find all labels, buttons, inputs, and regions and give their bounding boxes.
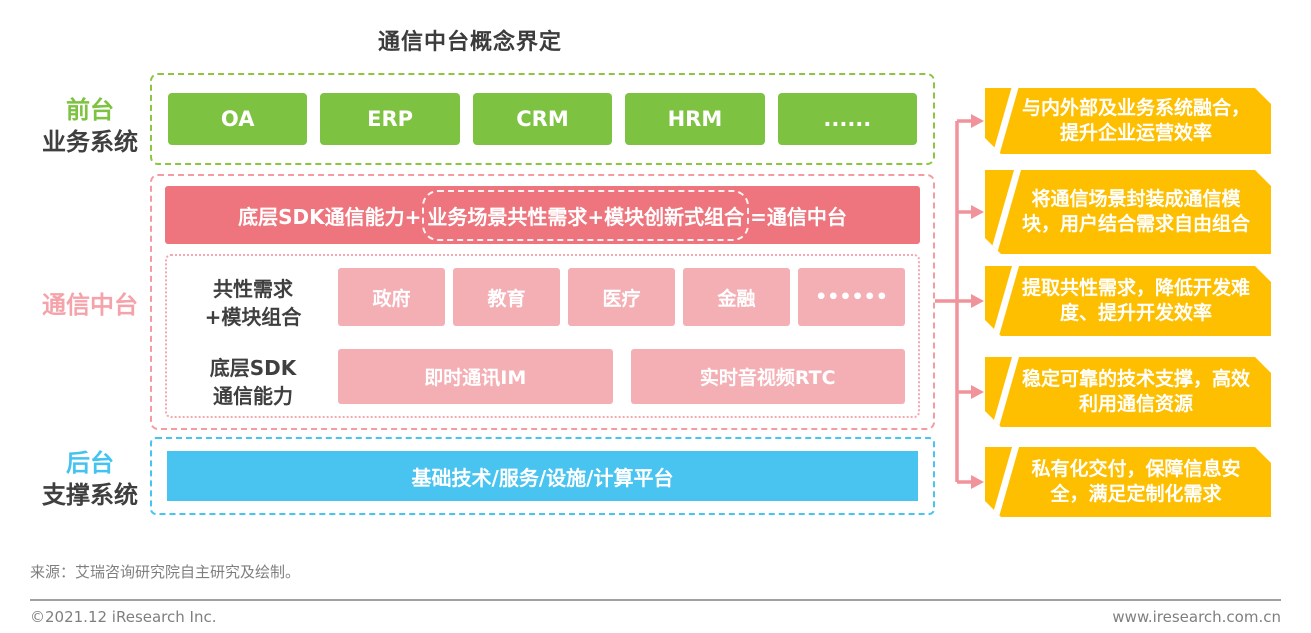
infrastructure-box: 基础技术/服务/设施/计算平台 bbox=[167, 451, 918, 501]
scenario-row: 政府 教育 医疗 金融 •••••• bbox=[338, 268, 905, 326]
page-title: 通信中台概念界定 bbox=[377, 30, 562, 55]
row2-label-line2: 通信能力 bbox=[213, 384, 293, 408]
formula-banner: 底层SDK通信能力+业务场景共性需求+模块创新式组合=通信中台 bbox=[165, 186, 920, 244]
benefit-text-5: 私有化交付，保障信息安全，满足定制化需求 bbox=[1031, 458, 1241, 505]
sdk-box-rtc: 实时音视频RTC bbox=[630, 349, 905, 404]
row1-label-line1: 共性需求 bbox=[213, 277, 293, 301]
website-text: www.iresearch.com.cn bbox=[1112, 608, 1281, 626]
front-box-hrm: HRM bbox=[625, 93, 765, 145]
back-layer-container bbox=[150, 437, 935, 515]
back-layer-label: 后台 支撑系统 bbox=[25, 447, 155, 512]
scenario-box-more: •••••• bbox=[798, 268, 905, 326]
sdk-box-im: 即时通讯IM bbox=[338, 349, 613, 404]
scenario-box-government: 政府 bbox=[338, 268, 445, 326]
front-layer-label-bottom: 业务系统 bbox=[42, 128, 138, 157]
formula-highlight: 业务场景共性需求+模块创新式组合 bbox=[422, 189, 750, 241]
formula-suffix: =通信中台 bbox=[750, 204, 847, 229]
row1-label: 共性需求 +模块组合 bbox=[178, 275, 328, 331]
benefit-text-4: 稳定可靠的技术支撑，高效利用通信资源 bbox=[1021, 368, 1250, 415]
footer-divider bbox=[30, 599, 1281, 601]
formula-prefix: 底层SDK通信能力+ bbox=[238, 204, 422, 229]
back-layer-label-top: 后台 bbox=[66, 449, 114, 477]
capability-container bbox=[165, 254, 920, 418]
connector-arrows bbox=[935, 114, 984, 489]
row1-label-line2: +模块组合 bbox=[204, 305, 302, 329]
scenario-box-education: 教育 bbox=[453, 268, 560, 326]
front-box-more: ...... bbox=[777, 93, 918, 145]
benefit-tag-1: 与内外部及业务系统融合，提升企业运营效率 bbox=[985, 88, 1271, 154]
benefit-text-2: 将通信场景封装成通信模块，用户结合需求自由组合 bbox=[1021, 188, 1250, 235]
benefit-text-1: 与内外部及业务系统融合，提升企业运营效率 bbox=[1021, 97, 1250, 144]
benefit-tag-5: 私有化交付，保障信息安全，满足定制化需求 bbox=[985, 447, 1271, 517]
scenario-box-medical: 医疗 bbox=[568, 268, 675, 326]
front-box-crm: CRM bbox=[472, 93, 613, 145]
row2-label-line1: 底层SDK bbox=[209, 356, 297, 380]
source-note: 来源：艾瑞咨询研究院自主研究及绘制。 bbox=[30, 563, 301, 581]
copyright-text: ©2021.12 iResearch Inc. bbox=[30, 608, 217, 626]
benefit-tag-2: 将通信场景封装成通信模块，用户结合需求自由组合 bbox=[985, 170, 1271, 254]
front-box-oa: OA bbox=[168, 93, 308, 145]
front-box-erp: ERP bbox=[320, 93, 460, 145]
scenario-box-finance: 金融 bbox=[683, 268, 790, 326]
front-layer-container: OA ERP CRM HRM ...... bbox=[150, 73, 935, 165]
middle-layer-label: 通信中台 bbox=[42, 291, 138, 319]
back-layer-label-bottom: 支撑系统 bbox=[42, 481, 138, 510]
sdk-row: 即时通讯IM 实时音视频RTC bbox=[338, 349, 905, 404]
benefit-tag-3: 提取共性需求，降低开发难度、提升开发效率 bbox=[985, 266, 1271, 336]
front-layer-label: 前台 业务系统 bbox=[25, 94, 155, 159]
benefit-tag-4: 稳定可靠的技术支撑，高效利用通信资源 bbox=[985, 357, 1271, 427]
row2-label: 底层SDK 通信能力 bbox=[178, 354, 328, 410]
middle-layer-container bbox=[150, 174, 935, 430]
front-layer-label-top: 前台 bbox=[66, 96, 114, 124]
benefit-text-3: 提取共性需求，降低开发难度、提升开发效率 bbox=[1021, 277, 1250, 324]
